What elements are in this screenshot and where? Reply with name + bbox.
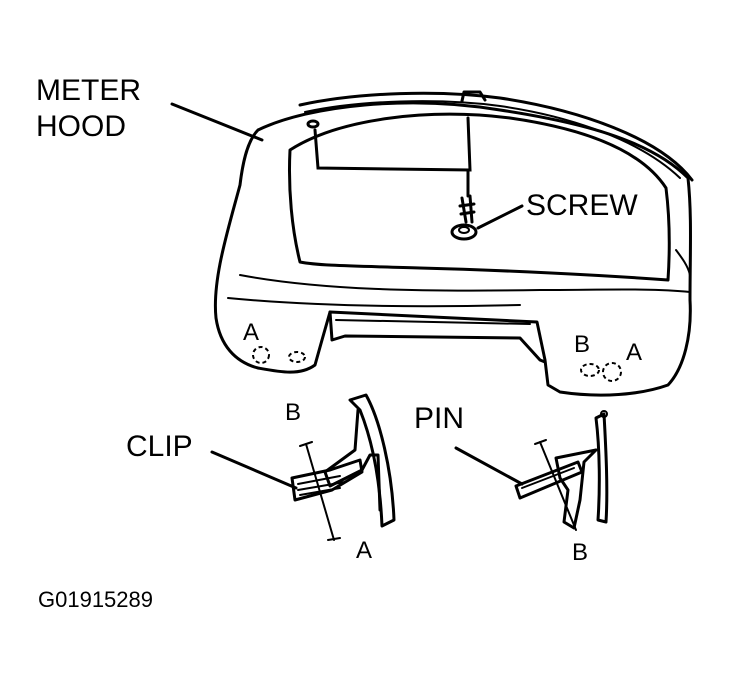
clip-label-b: B — [285, 399, 301, 426]
meter-hood-label-line2: HOOD — [36, 110, 126, 143]
clip-leader — [210, 450, 298, 490]
clip-icon — [290, 458, 364, 502]
pin-label: PIN — [414, 402, 464, 435]
hood-hole-left-b — [288, 351, 306, 363]
hood-inner-window — [287, 112, 671, 282]
hood-top-rim-inner — [304, 100, 681, 179]
hood-label-left-a: A — [243, 319, 259, 346]
figure-code: G01915289 — [38, 587, 153, 612]
hood-lower-ledge — [239, 274, 691, 293]
pin-label-b: B — [572, 539, 588, 566]
clip-label: CLIP — [126, 430, 193, 463]
hood-top-nub — [460, 90, 487, 103]
hood-hole-left-a — [252, 346, 270, 364]
pin-hood-section — [594, 412, 609, 524]
screw-hole — [306, 119, 320, 129]
clip-hood-section — [348, 393, 396, 528]
clip-axis — [305, 443, 335, 541]
clip-bracket — [323, 408, 382, 512]
meter-hood-leader — [170, 102, 264, 142]
hood-hole-right-a — [602, 362, 622, 382]
screw-label: SCREW — [526, 189, 638, 222]
meter-hood-label-line1: METER — [36, 74, 141, 107]
hood-outer-outline — [213, 101, 692, 397]
hood-right-end — [675, 249, 691, 276]
pin-bracket — [554, 448, 598, 530]
pin-icon — [514, 460, 584, 500]
screw-leader-bracket — [313, 116, 472, 172]
meter-hood-drawing — [213, 90, 694, 418]
clip-label-a: A — [356, 537, 372, 564]
pin-leader — [454, 446, 524, 486]
hood-label-right-b: B — [574, 331, 590, 358]
clip-detail-drawing — [290, 393, 396, 541]
hood-hole-right-b — [580, 363, 600, 377]
hood-center-cutout — [328, 310, 547, 364]
hood-top-rim — [298, 91, 694, 182]
screw-icon — [450, 194, 478, 241]
pin-detail-drawing — [514, 412, 609, 531]
screw-leader — [476, 204, 524, 230]
pin-axis — [539, 441, 577, 531]
hood-lower-ledge-2 — [227, 297, 521, 308]
hood-center-cutout-inner — [335, 319, 531, 325]
hood-label-right-a: A — [626, 339, 642, 366]
